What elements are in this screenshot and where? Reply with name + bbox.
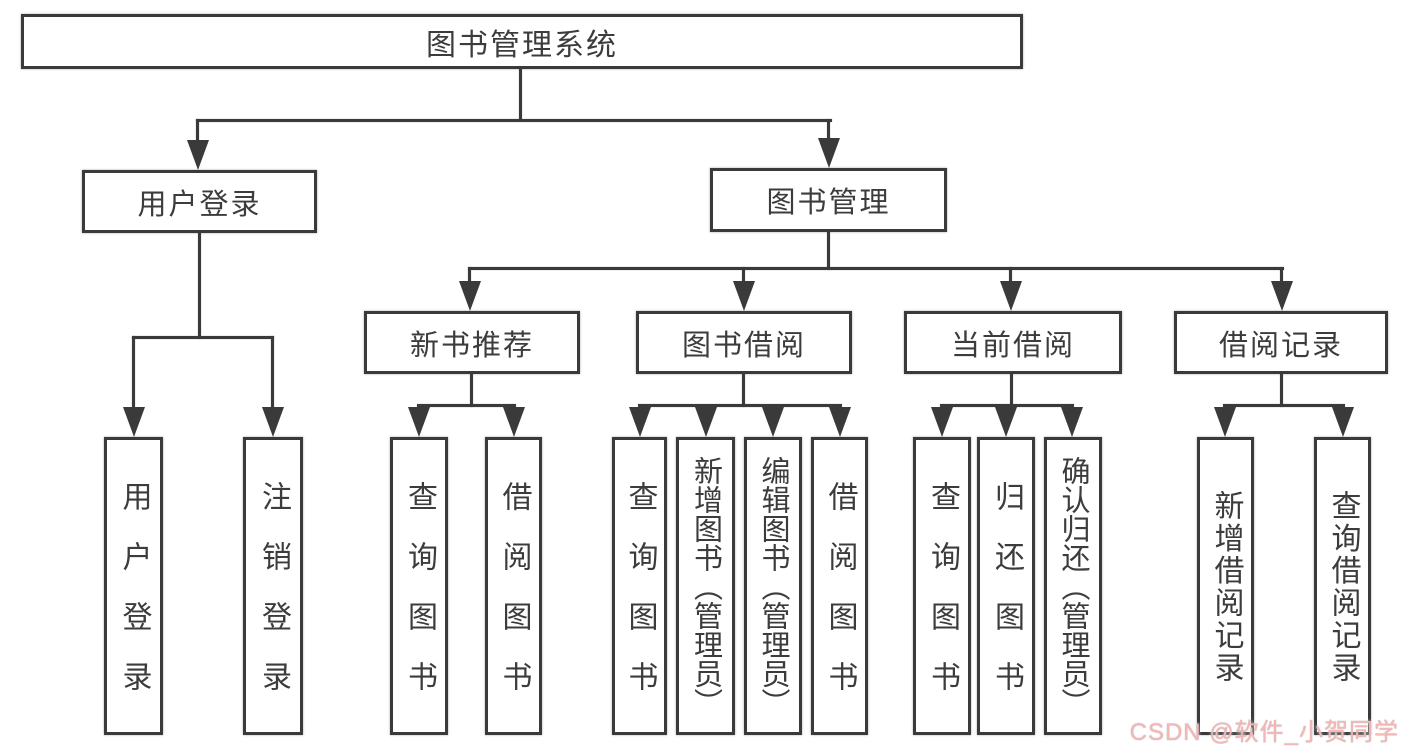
arrow-down-icon — [186, 140, 209, 170]
connector-line — [468, 267, 1284, 270]
node-label: 新书推荐 — [409, 329, 534, 362]
node-label: 新增借阅记录 — [1209, 489, 1243, 685]
connector-line — [940, 404, 1074, 407]
connector-line — [196, 119, 832, 122]
arrow-down-icon — [1213, 407, 1236, 437]
node-label: 借阅记录 — [1218, 329, 1343, 362]
node-rec: 新书推荐 — [364, 311, 580, 374]
arrow-down-icon — [407, 407, 430, 437]
node-rec2-add: 新增借阅记录 — [1197, 437, 1254, 735]
connector-line — [198, 233, 201, 339]
arrow-down-icon — [1060, 407, 1083, 437]
node-label: 查询借阅记录 — [1326, 489, 1360, 685]
connector-line — [1009, 267, 1012, 285]
connector-line — [271, 336, 274, 409]
node-cur-confirm: 确认归还（管理员） — [1044, 437, 1102, 735]
connector-line — [1280, 374, 1283, 407]
arrow-down-icon — [994, 407, 1017, 437]
connector-line — [1223, 404, 1345, 407]
connector-line — [196, 119, 199, 142]
connector-line — [827, 232, 830, 270]
node-label: 借阅图书 — [497, 481, 531, 721]
node-label: 图书管理系统 — [426, 28, 618, 62]
node-label: 查询图书 — [403, 481, 436, 721]
arrow-down-icon — [828, 407, 851, 437]
arrow-down-icon — [930, 407, 953, 437]
arrow-down-icon — [1000, 281, 1022, 311]
arrow-down-icon — [459, 281, 481, 311]
arrow-down-icon — [818, 138, 840, 168]
connector-line — [132, 336, 135, 409]
node-borrow-borrow: 借阅图书 — [811, 437, 868, 735]
arrow-down-icon — [122, 407, 145, 437]
connector-line — [1280, 267, 1283, 285]
connector-line — [468, 267, 471, 285]
node-rec-borrow: 借阅图书 — [485, 437, 542, 735]
watermark: CSDN @软件_小贺同学 — [1129, 719, 1399, 746]
node-label: 用户登录 — [137, 188, 262, 221]
node-login: 用户登录 — [82, 170, 317, 233]
node-record: 借阅记录 — [1174, 311, 1388, 374]
arrow-down-icon — [694, 407, 717, 437]
connector-line — [638, 404, 842, 407]
connector-line — [742, 374, 745, 407]
node-label: 用户登录 — [117, 481, 151, 721]
node-borrow: 图书借阅 — [636, 311, 852, 374]
node-label: 注销登录 — [257, 481, 290, 721]
node-root: 图书管理系统 — [21, 14, 1023, 69]
arrow-down-icon — [261, 407, 284, 437]
node-cur-return: 归还图书 — [977, 437, 1035, 735]
arrow-down-icon — [1271, 281, 1293, 311]
node-borrow-query: 查询图书 — [612, 437, 667, 735]
arrow-down-icon — [628, 407, 651, 437]
connector-line — [132, 336, 274, 339]
arrow-down-icon — [733, 281, 755, 311]
node-label: 查询图书 — [926, 481, 959, 721]
node-mgmt: 图书管理 — [710, 168, 947, 232]
node-label: 确认归还（管理员） — [1057, 455, 1089, 717]
node-current: 当前借阅 — [904, 311, 1122, 374]
connector-line — [1010, 374, 1013, 407]
node-label: 归还图书 — [990, 481, 1023, 721]
arrow-down-icon — [502, 407, 525, 437]
connector-line — [417, 404, 516, 407]
connector-line — [742, 267, 745, 285]
node-label: 查询图书 — [623, 481, 657, 721]
node-borrow-edit: 编辑图书（管理员） — [744, 437, 802, 735]
node-cur-query: 查询图书 — [913, 437, 971, 735]
node-rec2-query: 查询借阅记录 — [1314, 437, 1371, 735]
node-label: 编辑图书（管理员） — [757, 455, 789, 717]
connector-line — [470, 374, 473, 407]
arrow-down-icon — [1331, 407, 1354, 437]
node-borrow-add: 新增图书（管理员） — [676, 437, 735, 735]
node-label: 新增图书（管理员） — [689, 455, 722, 717]
node-label: 借阅图书 — [823, 481, 857, 721]
node-rec-query: 查询图书 — [390, 437, 448, 735]
arrow-down-icon — [761, 407, 784, 437]
node-label: 图书借阅 — [681, 329, 806, 362]
node-login-logout: 注销登录 — [243, 437, 303, 735]
connector-line — [519, 69, 522, 121]
node-label: 图书管理 — [766, 187, 891, 219]
connector-line — [827, 119, 830, 140]
node-label: 当前借阅 — [950, 329, 1075, 362]
node-login-user: 用户登录 — [104, 437, 163, 735]
